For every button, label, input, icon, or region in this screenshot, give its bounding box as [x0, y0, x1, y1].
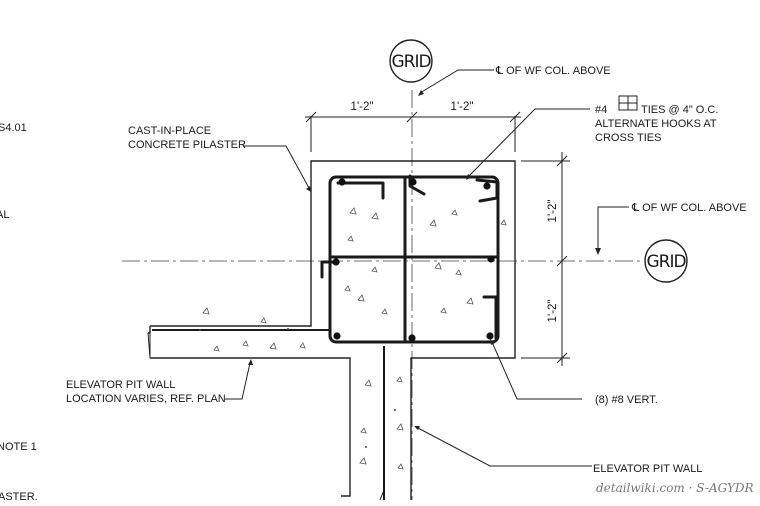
note-vert-bars-text: (8) #8 VERT.	[595, 394, 658, 406]
outer-tie	[328, 175, 500, 344]
note-pilaster-line1: CAST-IN-PLACE	[128, 125, 211, 137]
note-pilaster: CAST-IN-PLACE CONCRETE PILASTER	[128, 125, 311, 192]
dim-top-left: 1'-2"	[351, 101, 374, 113]
side-dimension: 1'-2" 1'-2"	[521, 152, 570, 366]
pilaster-ties	[320, 174, 500, 344]
note-ties-prefix: #4	[595, 104, 607, 116]
dim-top-right: 1'-2"	[451, 101, 474, 113]
note-ties-line2: ALTERNATE HOOKS AT	[595, 118, 717, 130]
cropped-text-aster: ASTER.	[0, 491, 38, 503]
note-wf-col-top: ℄ OF WF COL. ABOVE	[418, 65, 611, 96]
note-ties-line3: CROSS TIES	[595, 132, 661, 144]
grid-label-top: GRID	[391, 52, 431, 72]
note-pit-wall-bottom: ELEVATOR PIT WALL	[414, 426, 702, 475]
watermark: detailwiki.com · S-AGYDR	[596, 481, 754, 495]
note-pit-wall-line2: LOCATION VARIES, REF. PLAN	[66, 393, 226, 405]
note-wf-col-top-text: ℄ OF WF COL. ABOVE	[495, 65, 611, 77]
dim-side-top: 1'-2"	[547, 200, 559, 223]
cropped-text-note: NOTE 1	[0, 441, 37, 453]
note-pilaster-line2: CONCRETE PILASTER	[128, 139, 246, 151]
note-wf-col-right-text: ℄ OF WF COL. ABOVE	[631, 202, 747, 214]
note-ties-spacing: TIES @ 4" O.C.	[641, 104, 718, 116]
note-ties: #4 TIES @ 4" O.C. ALTERNATE HOOKS AT CRO…	[466, 95, 718, 180]
cropped-text-al: AL	[0, 209, 9, 221]
dim-side-bottom: 1'-2"	[547, 300, 559, 323]
vertical-bars	[332, 178, 495, 342]
top-dimension: 1'-2" 1'-2"	[305, 101, 521, 152]
concrete-hatch	[199, 207, 507, 470]
note-pit-wall-bottom-text: ELEVATOR PIT WALL	[593, 463, 702, 475]
grid-bubble-right: GRID	[644, 239, 688, 283]
grid-label-right: GRID	[646, 252, 686, 272]
note-vert-bars: (8) #8 VERT.	[490, 339, 658, 406]
note-wf-col-right: ℄ OF WF COL. ABOVE	[595, 202, 747, 255]
grid-bubble-top: GRID	[389, 39, 433, 83]
cropped-text-ref: S4.01	[0, 122, 27, 134]
note-pit-wall: ELEVATOR PIT WALL LOCATION VARIES, REF. …	[66, 359, 253, 405]
note-pit-wall-line1: ELEVATOR PIT WALL	[66, 379, 175, 391]
